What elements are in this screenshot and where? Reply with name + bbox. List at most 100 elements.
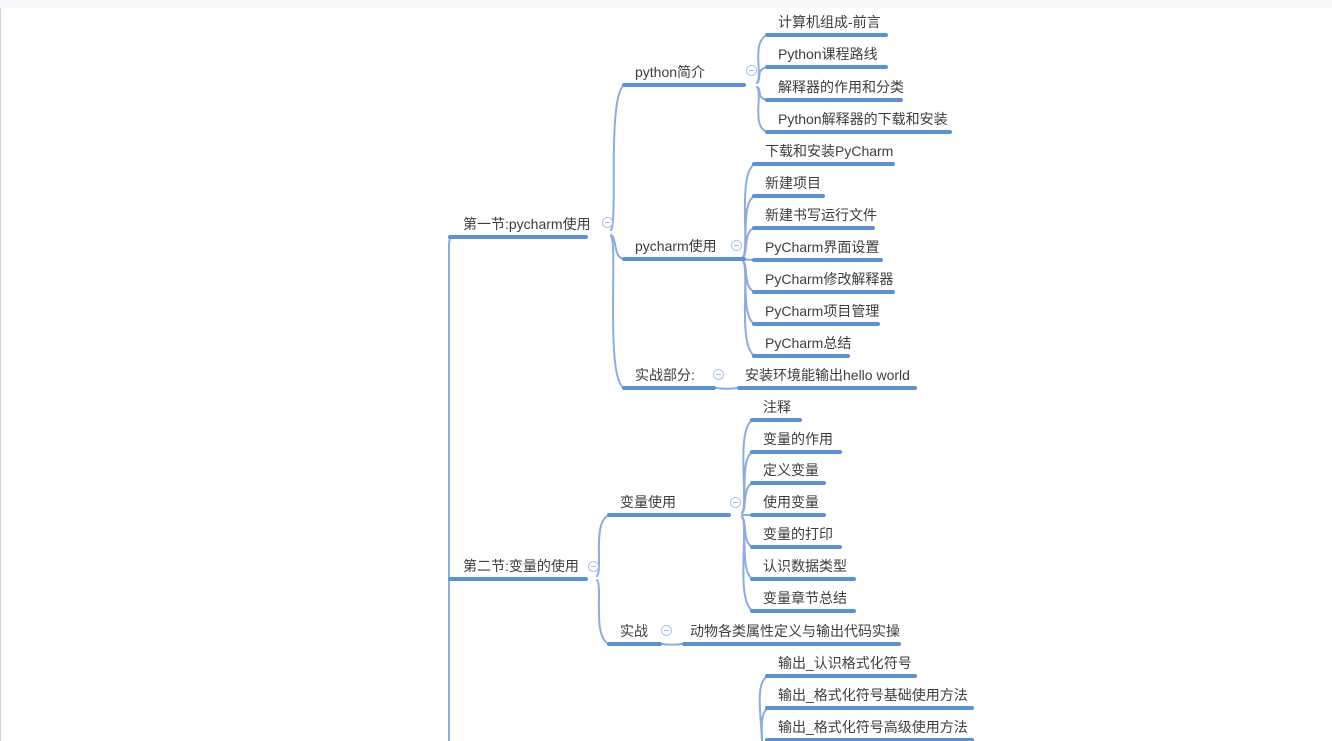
topic-underline	[765, 65, 888, 69]
topic-label: 第一节:pycharm使用	[463, 216, 591, 232]
branch-line	[756, 86, 768, 133]
collapse-icon[interactable]	[730, 497, 741, 508]
topic-underline	[752, 290, 895, 294]
topic-hello-world[interactable]: 安装环境能输出hello world	[737, 367, 917, 390]
topic-underline	[765, 674, 917, 678]
topic-underline	[622, 386, 716, 390]
topic-label: 第二节:变量的使用	[463, 558, 579, 574]
topic-section-2[interactable]: 第二节:变量的使用	[448, 558, 588, 581]
topic-label: 计算机组成-前言	[778, 14, 881, 30]
topic-underline	[765, 33, 888, 37]
topic-output-format-basic[interactable]: 输出_格式化符号基础使用方法	[765, 687, 974, 710]
topic-label: Python课程路线	[778, 46, 878, 62]
topic-underline	[750, 545, 842, 549]
branch-line	[758, 675, 769, 741]
branch-line	[596, 579, 610, 645]
branch-line	[742, 260, 756, 357]
topic-underline	[752, 322, 880, 326]
topic-python-intro[interactable]: python简介	[622, 64, 746, 87]
topic-label: pycharm使用	[635, 238, 717, 254]
topic-data-types[interactable]: 认识数据类型	[750, 558, 856, 581]
topic-pycharm-summary[interactable]: PyCharm总结	[752, 335, 852, 358]
topic-label: 新建项目	[765, 175, 821, 191]
branch-line	[610, 84, 625, 231]
collapse-icon[interactable]	[661, 625, 672, 636]
branch-line	[661, 643, 683, 646]
topic-define-variable[interactable]: 定义变量	[750, 462, 826, 485]
topic-variable-role[interactable]: 变量的作用	[750, 431, 842, 454]
collapse-icon[interactable]	[588, 561, 599, 572]
topic-label: 实战部分:	[635, 367, 695, 383]
topic-new-run-file[interactable]: 新建书写运行文件	[752, 207, 877, 230]
topic-label: PyCharm总结	[765, 335, 852, 351]
topic-new-project[interactable]: 新建项目	[752, 175, 825, 198]
window-top-strip	[0, 0, 1332, 8]
topic-variable-print[interactable]: 变量的打印	[750, 526, 842, 549]
topic-variable-chapter-summary[interactable]: 变量章节总结	[750, 590, 856, 613]
collapse-icon[interactable]	[731, 240, 742, 251]
topic-label: 新建书写运行文件	[765, 207, 877, 223]
topic-label: 输出_格式化符号基础使用方法	[778, 687, 968, 703]
topic-underline	[752, 258, 883, 262]
topic-practice[interactable]: 实战	[607, 623, 662, 646]
topic-underline	[622, 83, 746, 87]
topic-computer-composition[interactable]: 计算机组成-前言	[765, 14, 888, 37]
topic-underline	[765, 738, 974, 741]
topic-underline	[752, 226, 875, 230]
topic-underline	[750, 450, 842, 454]
topic-underline	[448, 577, 588, 581]
topic-underline	[607, 513, 731, 517]
branch-line	[756, 66, 768, 84]
topic-pycharm-download[interactable]: 下载和安装PyCharm	[752, 143, 895, 166]
topic-label: 注释	[763, 399, 791, 415]
topic-animal-attributes-practice[interactable]: 动物各类属性定义与输出代码实操	[682, 623, 901, 646]
topic-label: 下载和安装PyCharm	[765, 143, 894, 159]
topic-pycharm-project-management[interactable]: PyCharm项目管理	[752, 303, 880, 326]
topic-use-variable[interactable]: 使用变量	[750, 494, 826, 517]
topic-pycharm-change-interpreter[interactable]: PyCharm修改解释器	[752, 271, 895, 294]
topic-label: PyCharm项目管理	[765, 303, 880, 319]
topic-comments[interactable]: 注释	[750, 399, 802, 422]
topic-pycharm-ui-settings[interactable]: PyCharm界面设置	[752, 239, 883, 262]
topic-underline	[750, 609, 856, 613]
topic-underline	[752, 162, 895, 166]
branch-line	[760, 707, 769, 741]
collapse-icon[interactable]	[602, 217, 613, 228]
topic-variable-usage[interactable]: 变量使用	[607, 494, 731, 517]
topic-label: 使用变量	[763, 494, 819, 510]
topic-underline	[750, 577, 856, 581]
topic-underline	[765, 130, 952, 134]
branch-line	[596, 514, 610, 577]
topic-underline	[750, 418, 802, 422]
topic-underline	[622, 257, 746, 261]
topic-underline	[750, 513, 826, 517]
topic-label: 动物各类属性定义与输出代码实操	[690, 623, 900, 639]
topic-interpreter-install[interactable]: Python解释器的下载和安装	[765, 111, 952, 134]
branch-line	[610, 235, 625, 389]
topic-label: 实战	[620, 623, 648, 639]
spine-line	[448, 235, 455, 741]
topic-underline	[765, 98, 903, 102]
topic-underline	[752, 194, 825, 198]
topic-practice-part[interactable]: 实战部分:	[622, 367, 716, 390]
topic-label: 输出_格式化符号高级使用方法	[778, 719, 968, 735]
branch-line	[610, 234, 625, 260]
topic-output-format-symbols[interactable]: 输出_认识格式化符号	[765, 655, 917, 678]
topic-label: 定义变量	[763, 462, 819, 478]
topic-output-format-advanced[interactable]: 输出_格式化符号高级使用方法	[765, 719, 974, 741]
topic-label: PyCharm修改解释器	[765, 271, 894, 287]
topic-python-course-route[interactable]: Python课程路线	[765, 46, 888, 69]
topic-interpreter-role[interactable]: 解释器的作用和分类	[765, 79, 904, 102]
collapse-icon[interactable]	[746, 65, 757, 76]
topic-label: 解释器的作用和分类	[778, 79, 904, 95]
topic-label: 变量章节总结	[763, 590, 847, 606]
collapse-icon[interactable]	[713, 369, 724, 380]
topic-underline	[750, 481, 826, 485]
topic-label: 变量使用	[620, 494, 676, 510]
branch-line	[741, 516, 754, 612]
topic-pycharm-usage[interactable]: pycharm使用	[622, 238, 746, 261]
topic-label: PyCharm界面设置	[765, 239, 880, 255]
topic-underline	[682, 642, 901, 646]
topic-section-1[interactable]: 第一节:pycharm使用	[448, 216, 591, 239]
